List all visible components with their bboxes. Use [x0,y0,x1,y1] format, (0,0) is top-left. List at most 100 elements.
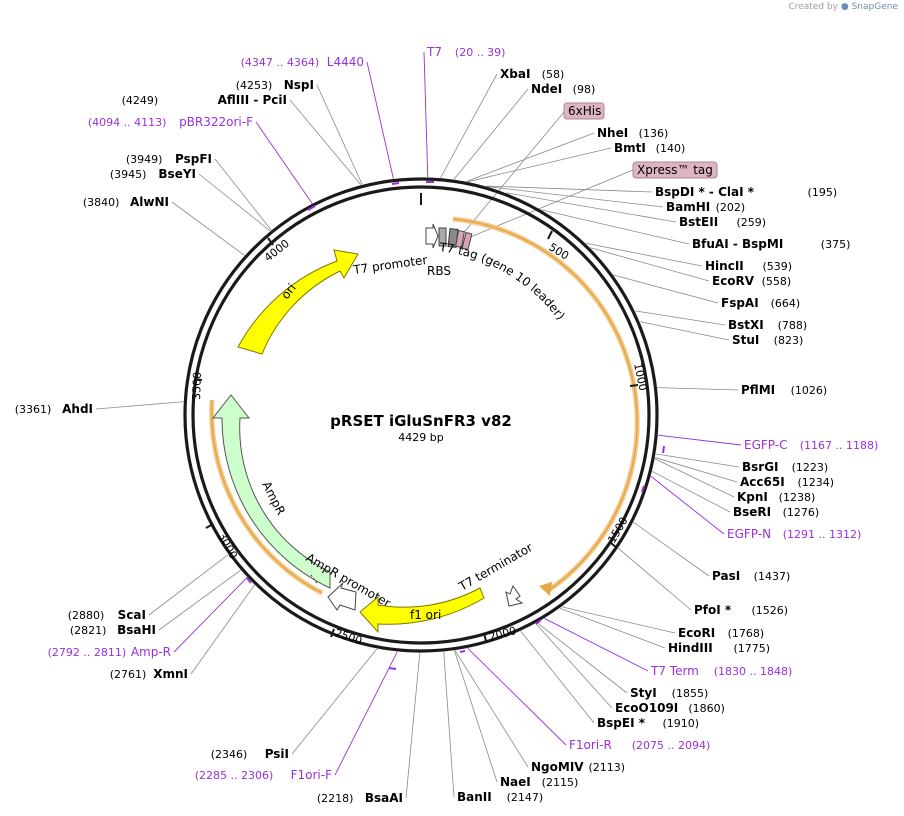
site-nhei[interactable]: NheI(136) [597,126,668,140]
site-position: (539) [763,260,793,273]
site-position: (2113) [589,761,626,774]
site-nspi[interactable]: NspI(4253) [236,78,314,92]
site-pasi[interactable]: PasI(1437) [712,569,790,583]
site-psii[interactable]: PsiI(2346) [211,747,289,761]
site-position: (558) [762,275,792,288]
site-fspai[interactable]: FspAI(664) [721,296,800,310]
site-ngomiv[interactable]: NgoMIV(2113) [531,760,625,774]
site-bsteii[interactable]: BstEII(259) [679,215,766,229]
primer-name: EGFP-N [727,527,771,541]
site-ecori[interactable]: EcoRI (1768) [678,626,764,640]
site-position: (1234) [798,476,835,489]
site-position: (1910) [662,717,699,730]
tick-2000 [483,632,487,642]
tick-3000 [205,523,214,529]
primer-f1ori-f[interactable]: F1ori-F(2285 .. 2306) [195,768,332,782]
site-position: (2761) [110,668,147,681]
site-bseyi[interactable]: BseYI(3945) [110,167,196,181]
site-styi[interactable]: StyI(1855) [630,686,708,700]
primer-range: (4347 .. 4364) [241,56,320,69]
site-stui[interactable]: StuI(823) [732,333,803,347]
primer-amp-r[interactable]: Amp-R(2792 .. 2811) [48,645,171,659]
site-position: (664) [771,297,801,310]
site-afliii-pcii[interactable]: AflIII - PciI(4249) [122,93,287,107]
site-xmni[interactable]: XmnI (2761) [110,667,188,681]
primer-name: F1ori-F [291,768,332,782]
leader-afliii-pcii [289,99,362,185]
his-box [455,230,465,248]
primer-l4440[interactable]: L4440(4347 .. 4364) [241,55,364,69]
site-bamhi[interactable]: BamHI(202) [666,200,745,214]
site-xbai[interactable]: XbaI(58) [500,67,564,81]
site-acc65i[interactable]: Acc65I(1234) [740,475,834,489]
leader-ngomiv [454,650,529,768]
xpress-box [461,231,473,251]
site-bsahi[interactable]: BsaHI(2821) [70,623,156,637]
site-name: ScaI [118,608,146,622]
site-bsrgi[interactable]: BsrGI(1223) [742,460,828,474]
site-bstxi[interactable]: BstXI(788) [728,318,807,332]
tick-2500 [330,628,335,638]
leader-pspfi [214,158,272,231]
site-position: (1238) [779,491,816,504]
primer-f1ori-r[interactable]: F1ori-R(2075 .. 2094) [569,738,710,752]
primer-markers [246,181,665,670]
site-pspfi[interactable]: PspFI(3949) [126,152,212,166]
site-pfoi[interactable]: PfoI *(1526) [694,603,788,617]
primer-t7[interactable]: T7(20 .. 39) [426,45,505,59]
site-position: (3361) [15,403,52,416]
site-hindiii[interactable]: HindIII(1775) [668,641,770,655]
site-name: EcoRI [678,626,715,640]
site-naei[interactable]: NaeI(2115) [500,775,578,789]
site-alwni[interactable]: AlwNI(3840) [83,195,169,209]
site-name: BstXI [728,318,764,332]
leader-lines [95,73,740,799]
site-name: NaeI [500,775,531,789]
primer-leader-lines [173,51,742,776]
site-pflmi[interactable]: PflMI(1026) [741,383,827,397]
site-position: (1526) [752,604,789,617]
site-position: (1768) [728,627,765,640]
leader-bstxi [634,310,726,326]
site-name: BfuAI - BspMI [692,237,783,251]
site-position: (1855) [672,687,709,700]
tick-label-2500: 2500 [333,626,364,647]
site-bseri[interactable]: BseRI(1276) [733,505,819,519]
orf-ampr-arc-core [210,399,323,594]
primer-mark-t7term [535,619,542,625]
primer-egfp-n[interactable]: EGFP-N(1291 .. 1312) [727,527,861,541]
site-scai[interactable]: ScaI(2880) [68,608,146,622]
site-ndei[interactable]: NdeI(98) [531,82,595,96]
site-ecoo109i[interactable]: EcoO109I(1860) [615,701,725,715]
tick-label-2000: 2000 [487,624,517,644]
site-banii[interactable]: BanII(2147) [457,790,543,804]
rbs-label: RBS [427,264,451,278]
site-ecorv[interactable]: EcoRV(558) [712,274,791,288]
primer-leader-f1ori-f [334,651,398,776]
primer-egfp-c[interactable]: EGFP-C(1167 .. 1188) [744,438,878,452]
site-hincii[interactable]: HincII(539) [705,259,792,273]
primer-mark-f1ori-f [388,667,397,670]
f1ori-label: f1 ori [410,608,441,622]
primer-mark-egfp-n [641,485,645,493]
site-bsaai[interactable]: BsaAI(2218) [317,791,403,805]
site-kpni[interactable]: KpnI (1238) [737,490,815,504]
site-bfuai-bspmi[interactable]: BfuAI - BspMI(375) [692,237,850,251]
site-bspdi-clai[interactable]: BspDI * - ClaI *(195) [655,185,837,199]
site-ahdi[interactable]: AhdI(3361) [15,402,93,416]
xpress-callout-label: Xpress™ tag [637,163,713,177]
leader-scai [148,554,229,616]
his-callout-box [563,102,605,120]
site-position: (2218) [317,792,354,805]
site-name: XmnI [153,667,188,681]
site-bmti[interactable]: BmtI(140) [614,141,685,155]
primer-t7-term[interactable]: T7 Term(1830 .. 1848) [650,664,792,678]
site-position: (98) [573,83,596,96]
site-bspei[interactable]: BspEI *(1910) [597,716,699,730]
site-position: (1026) [791,384,828,397]
primer-pbr322ori-f[interactable]: pBR322ori-F(4094 .. 4113) [88,115,253,129]
leader-ecori [561,606,676,634]
site-name: BstEII [679,215,718,229]
leader-nspi [316,84,363,185]
site-name: KpnI [737,490,768,504]
